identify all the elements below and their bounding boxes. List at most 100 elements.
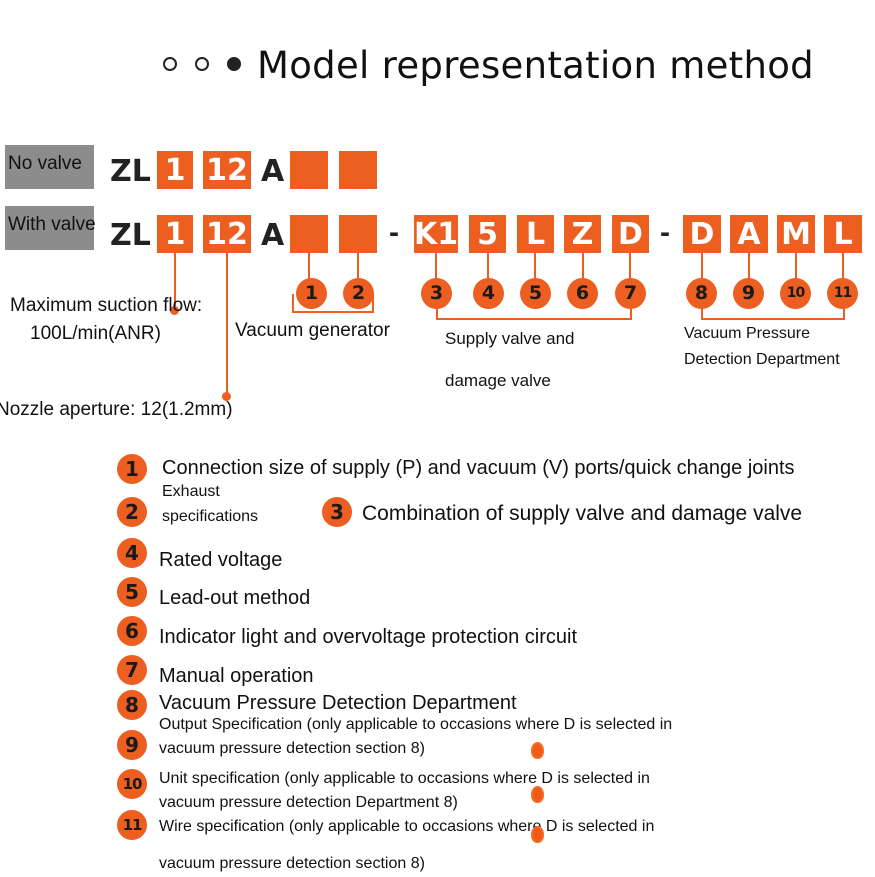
number-badge: 10 — [780, 278, 811, 309]
legend-item: vacuum pressure detection section 8) — [159, 740, 425, 757]
number-badge: 7 — [615, 278, 646, 309]
detect-dept-label: Detection Department — [684, 351, 840, 368]
code-slot-2 — [339, 151, 377, 189]
code-detect-box: L — [824, 215, 862, 253]
code-detect-box: A — [730, 215, 768, 253]
number-badge: 1 — [296, 278, 327, 309]
number-badge: 9 — [117, 730, 147, 760]
number-badge: 4 — [117, 538, 147, 568]
nozzle-connector — [226, 253, 228, 396]
number-badge: 6 — [117, 616, 147, 646]
connector — [701, 305, 703, 320]
legend-item: Unit specification (only applicable to o… — [159, 770, 650, 787]
code-detect-box: D — [683, 215, 721, 253]
number-badge: 6 — [567, 278, 598, 309]
open-dot-icon — [163, 57, 177, 71]
code-prefix: ZL — [110, 154, 151, 189]
code-size-box: 1 — [157, 215, 193, 253]
code-valve-box: K1 — [414, 215, 459, 253]
max-flow-label: Maximum suction flow: — [10, 295, 203, 316]
connector — [435, 253, 437, 279]
legend-item: specifications — [162, 508, 259, 525]
code-prefix: ZL — [110, 218, 151, 253]
number-badge: 10 — [117, 769, 147, 799]
bracket — [701, 318, 845, 320]
no-valve-label: No valve — [5, 145, 94, 189]
code-size-box: 1 — [157, 151, 193, 189]
number-badge: 7 — [117, 655, 147, 685]
connector — [795, 253, 797, 279]
bracket — [292, 311, 374, 313]
number-badge: 1 — [117, 454, 147, 484]
supply-valve-label: Supply valve and — [445, 329, 575, 348]
number-badge: 11 — [827, 278, 858, 309]
legend-item: Manual operation — [159, 665, 314, 687]
code-series: A — [261, 154, 285, 189]
connector — [308, 253, 310, 279]
code-valve-box: D — [612, 215, 649, 253]
code-dash: - — [389, 216, 399, 249]
connector — [843, 305, 845, 320]
legend-item: vacuum pressure detection section 8) — [159, 855, 425, 872]
connector — [701, 253, 703, 279]
legend-item: Combination of supply valve and damage v… — [362, 502, 803, 525]
connector — [292, 294, 294, 313]
legend-item: vacuum pressure detection Department 8) — [159, 794, 458, 811]
code-slot-1 — [290, 215, 328, 253]
code-nozzle-box: 12 — [203, 215, 251, 253]
flame-icon — [531, 826, 544, 843]
connector — [487, 253, 489, 279]
number-badge: 3 — [421, 278, 452, 309]
legend-item: Wire specification (only applicable to o… — [159, 818, 655, 835]
detect-dept-label: Vacuum Pressure — [684, 325, 810, 342]
code-slot-2 — [339, 215, 377, 253]
open-dot-icon — [195, 57, 209, 71]
legend-item: Connection size of supply (P) and vacuum… — [162, 457, 795, 479]
flow-connector-dot — [170, 306, 179, 315]
code-series: A — [261, 218, 285, 253]
connector — [436, 305, 438, 320]
code-valve-box: 5 — [469, 215, 506, 253]
number-badge: 3 — [322, 497, 352, 527]
legend-item: Indicator light and overvoltage protecti… — [159, 626, 578, 648]
number-badge: 2 — [117, 497, 147, 527]
legend-item: Exhaust — [162, 483, 220, 500]
legend-item: Vacuum Pressure Detection Department — [159, 692, 517, 714]
flame-icon — [531, 786, 544, 803]
number-badge: 4 — [473, 278, 504, 309]
code-valve-box: Z — [564, 215, 601, 253]
code-nozzle-box: 12 — [203, 151, 251, 189]
connector — [748, 253, 750, 279]
connector — [534, 253, 536, 279]
code-valve-box: L — [517, 215, 554, 253]
max-flow-value: 100L/min(ANR) — [30, 323, 161, 344]
with-valve-label: With valve — [5, 206, 96, 250]
number-badge: 9 — [733, 278, 764, 309]
connector — [372, 294, 374, 313]
number-badge: 8 — [686, 278, 717, 309]
connector — [842, 253, 844, 279]
flame-icon — [531, 742, 544, 759]
number-badge: 8 — [117, 690, 147, 720]
vacuum-generator-label: Vacuum generator — [235, 320, 390, 341]
legend-item: Output Specification (only applicable to… — [159, 716, 673, 733]
code-detect-box: M — [777, 215, 815, 253]
page-title: Model representation method — [257, 44, 814, 87]
number-badge: 11 — [117, 810, 147, 840]
number-badge: 5 — [117, 577, 147, 607]
legend-item: Rated voltage — [159, 549, 283, 571]
nozzle-connector-dot — [222, 392, 231, 401]
legend-item: Lead-out method — [159, 587, 311, 609]
bracket — [436, 318, 632, 320]
flow-connector — [174, 253, 176, 309]
filled-dot-icon — [227, 57, 241, 71]
connector — [630, 305, 632, 320]
code-slot-1 — [290, 151, 328, 189]
connector — [629, 253, 631, 279]
connector — [582, 253, 584, 279]
connector — [357, 253, 359, 279]
number-badge: 2 — [343, 278, 374, 309]
nozzle-aperture-label: Nozzle aperture: 12(1.2mm) — [0, 399, 233, 420]
code-dash: - — [660, 216, 670, 249]
supply-valve-label: damage valve — [445, 371, 551, 390]
